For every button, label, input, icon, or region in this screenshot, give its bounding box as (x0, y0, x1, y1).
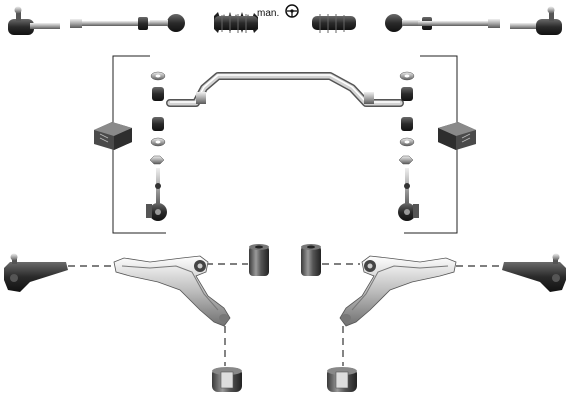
bushing-front-left (249, 244, 269, 276)
mounting-kit-right (438, 122, 476, 150)
bushing-front-right (301, 244, 321, 276)
tie-rod-right (385, 14, 500, 32)
tie-rod-left (70, 14, 185, 32)
stabilizer-link-kit-right (398, 71, 419, 221)
dashed-connectors (68, 263, 500, 366)
steering-wheel-icon (285, 4, 299, 18)
bushing-rear-left (212, 367, 242, 392)
steering-boot-left (214, 12, 258, 33)
mounting-kit-left (94, 122, 132, 150)
tie-rod-end-right (510, 6, 562, 35)
bushing-rear-right (327, 367, 357, 392)
steering-type-label: man. (257, 8, 279, 19)
stabilizer-bar (166, 72, 404, 107)
ball-joint-right (502, 253, 566, 292)
ball-joint-left (4, 253, 68, 292)
control-arm-right (339, 255, 457, 327)
control-arm-left (113, 255, 231, 327)
tie-rod-end-left (8, 6, 60, 35)
stabilizer-link-kit-left (146, 71, 167, 221)
steering-boot-right (312, 14, 356, 33)
